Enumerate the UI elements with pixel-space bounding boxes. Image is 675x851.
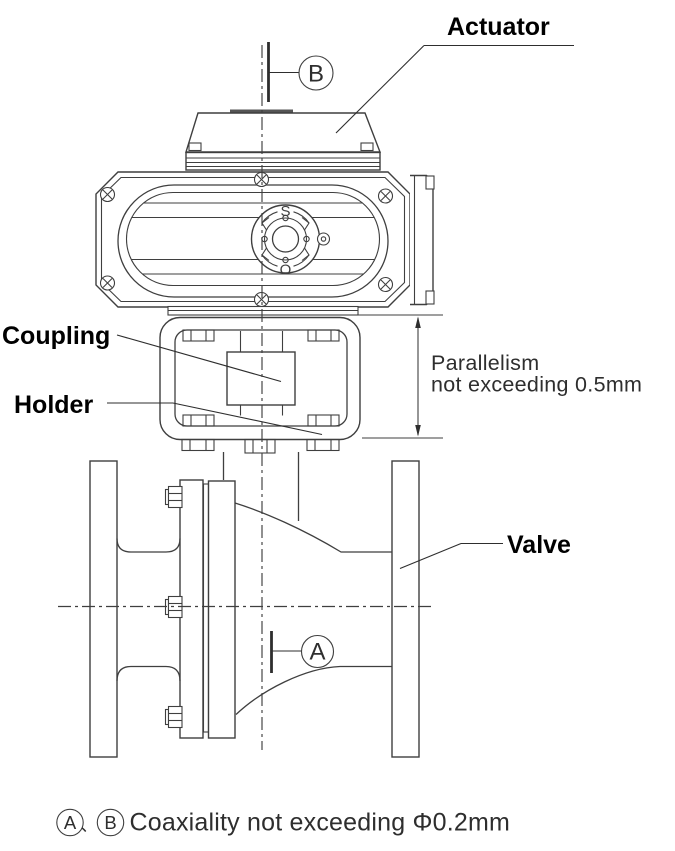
actuator-cap bbox=[185, 109, 382, 171]
valve-left-flange bbox=[89, 460, 118, 758]
valve-label: Valve bbox=[507, 531, 571, 559]
footnote-text: Coaxiality not exceeding Φ0.2mm bbox=[130, 809, 511, 837]
coupling-square bbox=[226, 351, 296, 406]
dial-open-mark: O bbox=[280, 262, 292, 279]
actuator-label: Actuator bbox=[447, 13, 550, 41]
bolt-icon bbox=[164, 705, 183, 729]
footnote-datum-b: B bbox=[104, 812, 116, 833]
callout-coupling: Coupling bbox=[2, 322, 282, 383]
datum-a-letter: A bbox=[309, 639, 325, 666]
callout-holder: Holder bbox=[14, 391, 323, 436]
screw-icon bbox=[377, 276, 394, 293]
footnote-separator: 、 bbox=[81, 816, 98, 836]
datum-b-letter: B bbox=[308, 61, 324, 88]
valve-body bbox=[89, 452, 420, 758]
parallelism-note-line2: not exceeding 0.5mm bbox=[431, 373, 642, 397]
dial-shut-mark: S bbox=[280, 203, 290, 220]
screw-icon bbox=[99, 186, 116, 203]
screw-icon bbox=[99, 275, 116, 291]
centerlines bbox=[58, 45, 433, 750]
parallelism-note-line1: Parallelism bbox=[431, 351, 539, 375]
holder-label: Holder bbox=[14, 391, 93, 419]
actuator-fins bbox=[126, 202, 380, 275]
screw-icon bbox=[377, 188, 394, 204]
actuator-dial: S O bbox=[250, 203, 331, 279]
datum-a: A bbox=[270, 631, 335, 673]
actuator-body: S O bbox=[95, 171, 435, 308]
dial-side-screw-icon bbox=[316, 232, 331, 246]
holder-bracket bbox=[159, 316, 361, 454]
parallelism-dimension: Parallelism not exceeding 0.5mm bbox=[168, 314, 642, 439]
datum-b: B bbox=[267, 42, 334, 102]
callout-valve: Valve bbox=[399, 531, 571, 570]
coupling-label: Coupling bbox=[2, 322, 110, 350]
terminal-box bbox=[410, 174, 435, 306]
mounting-plate bbox=[167, 305, 359, 316]
callout-actuator: Actuator bbox=[335, 13, 574, 134]
coaxiality-footnote: A 、 B Coaxiality not exceeding Φ0.2mm bbox=[56, 809, 511, 837]
footnote-datum-a: A bbox=[64, 812, 77, 833]
bolt-icon bbox=[164, 485, 183, 509]
valve-right-flange bbox=[391, 460, 420, 758]
